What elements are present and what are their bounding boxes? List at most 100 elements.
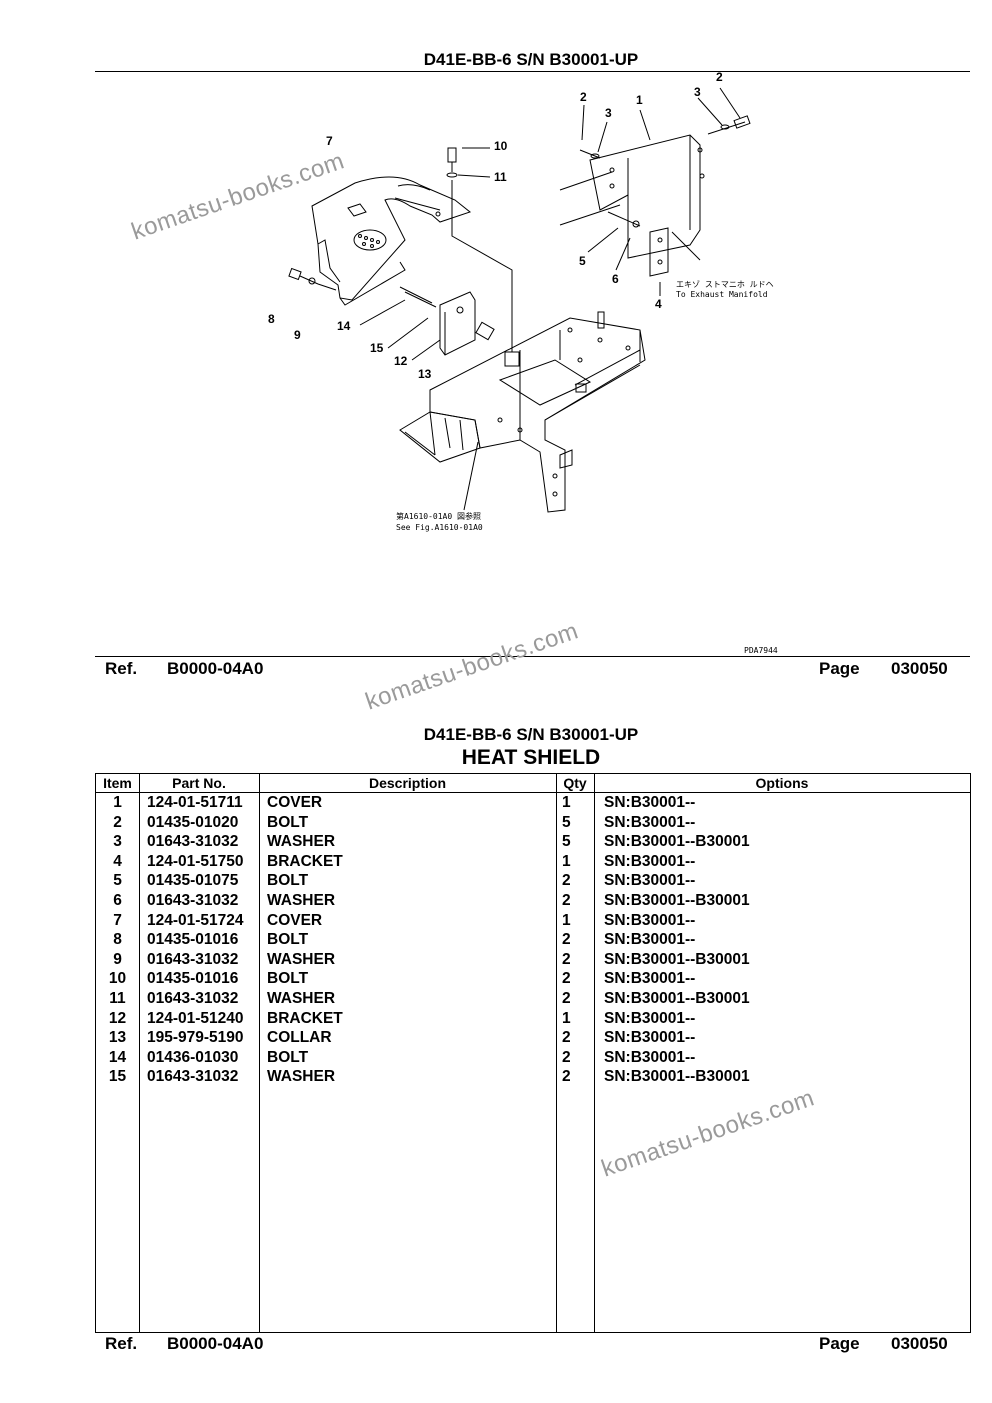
ref-label: Ref. [105,1334,138,1353]
cell-qty: 1 [562,911,571,929]
page-label: Page [819,659,860,678]
cell-qty: 1 [562,1009,571,1027]
cell-qty: 2 [562,1029,571,1047]
callout-14: 14 [337,319,351,333]
ref-value: B0000-04A0 [167,659,264,678]
diagram-model-title: D41E-BB-6 S/N B30001-UP [423,50,639,69]
cell-item: 2 [113,813,122,831]
cell-item: 11 [109,990,126,1007]
callout-15: 15 [370,341,384,355]
cell-part-no: 01436-01030 [147,1048,239,1066]
header-options: Options [755,775,809,791]
cell-part-no: 01643-31032 [147,950,239,968]
cell-options: SN:B30001-- [604,1029,696,1047]
cell-description: COLLAR [267,1029,332,1047]
cell-qty: 2 [562,931,571,949]
cell-part-no: 01435-01016 [147,931,239,949]
cell-part-no: 124-01-51711 [147,794,243,811]
cell-item: 8 [113,931,122,949]
cell-part-no: 124-01-51750 [147,852,244,870]
callout-7: 7 [326,134,333,148]
cell-description: BOLT [267,813,309,831]
cell-description: BRACKET [267,852,343,870]
cell-item: 15 [108,1068,127,1086]
cell-description: COVER [267,911,323,929]
cell-description: WASHER [267,990,336,1007]
cell-part-no: 01643-31032 [147,990,239,1007]
cell-part-no: 01435-01016 [147,970,239,988]
cell-qty: 1 [562,852,571,870]
page-value: 030050 [891,1334,948,1353]
bracket-4-drawing [587,211,701,296]
cell-description: COVER [267,794,323,811]
callout-6: 6 [612,272,619,286]
cell-item: 1 [113,794,122,811]
bolt-8-washer-9-drawing [288,267,337,291]
cell-part-no: 01435-01075 [147,872,239,890]
cell-item: 10 [108,970,127,988]
cell-options: SN:B30001--B30001 [604,1068,750,1086]
callout-9: 9 [294,328,301,342]
cell-description: BOLT [267,970,309,988]
cell-qty: 5 [562,833,571,851]
cell-item: 13 [108,1029,127,1047]
cell-item: 12 [108,1009,127,1027]
cell-qty: 5 [562,813,571,831]
bolt-10-washer-11-drawing [446,147,513,352]
cell-description: WASHER [267,950,336,968]
callout-2: 2 [716,70,723,84]
cell-options: SN:B30001-- [604,931,696,949]
exhaust-note-en: To Exhaust Manifold [676,290,768,299]
cell-options: SN:B30001--B30001 [604,990,750,1007]
exploded-parts-diagram [288,87,751,513]
cover-1-drawing [559,87,751,259]
header-part-no: Part No. [172,775,226,791]
bracket-12-collar-13-drawing [359,286,495,361]
page-value: 030050 [891,659,948,678]
cell-description: WASHER [267,892,336,909]
cell-description: WASHER [267,1068,336,1086]
cell-part-no: 01643-31032 [147,833,239,851]
callout-2: 2 [580,90,587,104]
callout-5: 5 [579,254,586,268]
callout-11: 11 [494,170,507,184]
cell-qty: 2 [562,892,571,909]
cell-qty: 2 [562,872,571,890]
table-row: 13 195-979-5190 COLLAR 2 SN:B30001-- [96,1029,970,1049]
header-qty: Qty [563,775,587,791]
cell-description: BOLT [267,872,309,890]
callout-12: 12 [394,354,408,368]
cell-options: SN:B30001-- [604,1009,696,1027]
cell-options: SN:B30001--B30001 [604,950,750,968]
parts-model-title: D41E-BB-6 S/N B30001-UP [423,725,639,744]
exhaust-note-jp: エキゾ ストマニホ ルドヘ [676,280,774,289]
cell-qty: 2 [562,950,571,968]
diagram-bottom-rule [95,656,970,657]
cell-part-no: 195-979-5190 [147,1029,244,1047]
header-item: Item [103,775,132,791]
see-figure-note-jp: 第A1610-01A0 図参照 [396,512,481,521]
cell-part-no: 01643-31032 [147,1068,239,1086]
cell-qty: 2 [562,970,571,988]
cell-description: BOLT [267,1048,309,1066]
cell-options: SN:B30001-- [604,852,696,870]
cell-options: SN:B30001--B30001 [604,892,750,909]
cell-options: SN:B30001-- [604,1048,696,1066]
cell-qty: 1 [562,794,571,811]
cell-part-no: 124-01-51240 [147,1009,244,1027]
drawing-code: PDA7944 [744,646,778,655]
cell-part-no: 124-01-51724 [147,911,244,929]
page-label: Page [819,1334,860,1353]
cell-item: 14 [108,1048,127,1066]
cell-part-no: 01435-01020 [147,813,239,831]
ref-value: B0000-04A0 [167,1334,264,1353]
